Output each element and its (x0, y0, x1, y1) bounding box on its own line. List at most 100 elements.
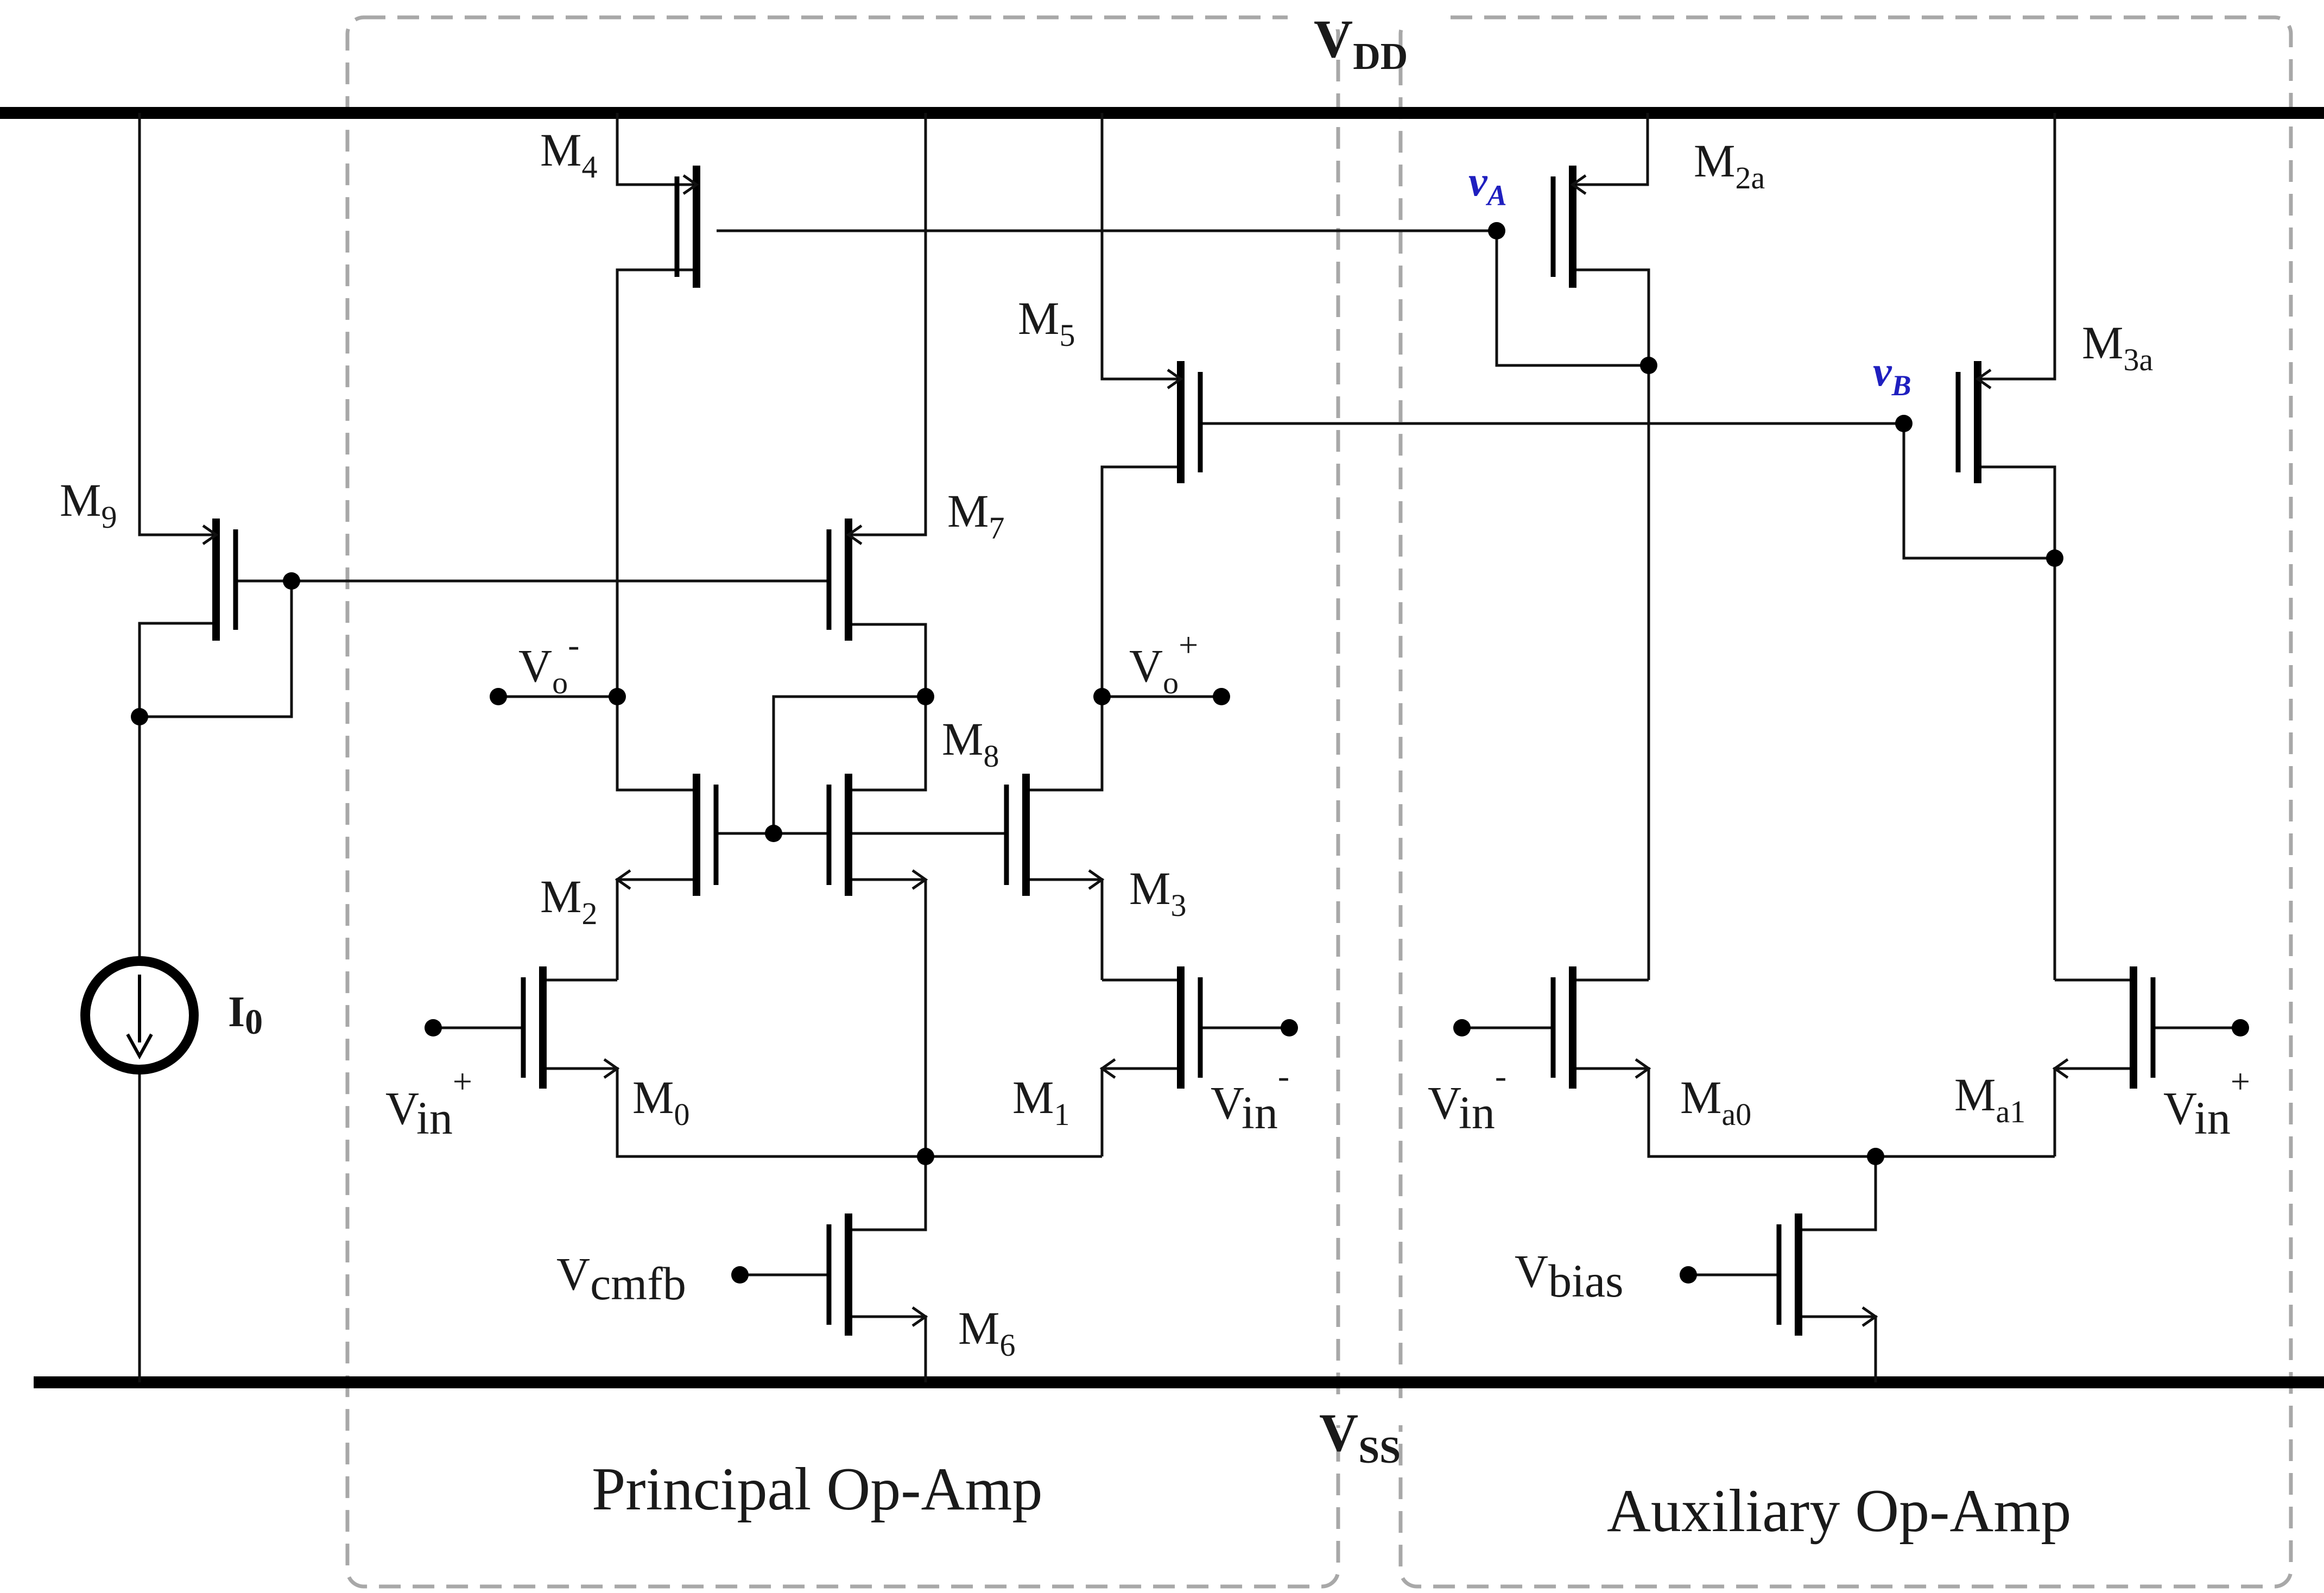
labels: VDD VSS Principal Op-Amp Auxiliary Op-Am… (60, 9, 2250, 1545)
dot-vbias (1680, 1266, 1697, 1284)
w-m7-drain (848, 623, 927, 697)
w-m3a-drain (1978, 465, 2056, 980)
w-m3a-source (1978, 113, 2056, 381)
dot-vin-minus-right (1453, 1019, 1471, 1036)
wires (138, 113, 2240, 1382)
m6-source-arrow (911, 1306, 928, 1327)
vdd-label: VDD (1314, 9, 1408, 78)
vcmfb-label: Vcmfb (556, 1248, 686, 1310)
transistors (212, 166, 2156, 1336)
m8-body (826, 774, 852, 896)
m9-source-arrow (202, 524, 219, 545)
ma0-label: Ma0 (1680, 1071, 1751, 1132)
arrows (202, 174, 2069, 1327)
m8-label: M8 (942, 713, 999, 774)
dot-vin-plus-left (425, 1019, 442, 1036)
auxiliary-op-amp-border (1398, 15, 2293, 1589)
dot-vin-minus-left (1281, 1019, 1298, 1036)
w-m7-source (848, 113, 927, 536)
m5-source-arrow (1167, 369, 1183, 389)
w-m5-drain (1100, 465, 1181, 697)
ma1-body (2130, 966, 2156, 1089)
principal-op-amp-title: Principal Op-Amp (592, 1456, 1043, 1523)
ma0-source-arrow (1635, 1058, 1651, 1079)
ma1-label: Ma1 (1954, 1069, 2025, 1129)
w-m9-source (138, 113, 216, 536)
m4-source-arrow (682, 174, 699, 195)
w-m3a-diode (1902, 423, 2055, 560)
vin-plus-right-label: Vin+ (2163, 1062, 2250, 1144)
w-m4-drain (616, 268, 696, 697)
principal-op-amp-border (345, 15, 1340, 1589)
m0-source-arrow (603, 1058, 620, 1079)
dot-vin-plus-right (2232, 1019, 2249, 1036)
w-m2-source (616, 878, 696, 980)
m2a-source-arrow (1570, 174, 1587, 195)
m3-source-arrow (1088, 869, 1105, 890)
m2a-body (1550, 166, 1576, 288)
m8-source-arrow (911, 869, 928, 890)
dot-vo-plus-terminal (1213, 688, 1230, 705)
m4-label: M4 (540, 124, 597, 185)
w-m8-node (772, 695, 926, 833)
w-ma0-source (1573, 1067, 2055, 1158)
m0-body (521, 966, 547, 1089)
ma0-body (1550, 966, 1576, 1089)
vbias-label: Vbias (1515, 1245, 1624, 1307)
m9-body (212, 519, 238, 641)
dot-vcmfb (731, 1266, 749, 1284)
m0-label: M0 (632, 1071, 689, 1132)
m7-source-arrow (846, 524, 863, 545)
dot-vo-minus-terminal (490, 688, 507, 705)
w-m3-source (1026, 878, 1104, 980)
dot-tail-principal (917, 1148, 934, 1165)
dot-m9-drain (131, 708, 148, 725)
ma1-source-arrow (2052, 1058, 2069, 1079)
w-m0-source (543, 1067, 1102, 1158)
w-m6-source (848, 1315, 927, 1382)
m6-body (826, 1213, 852, 1336)
vss-label-gap (1288, 1404, 1440, 1425)
m9-label: M9 (60, 474, 117, 535)
supply-rails (0, 107, 2324, 1388)
vss-label: VSS (1319, 1402, 1401, 1471)
m2-body (693, 774, 719, 896)
w-m1-source (1100, 1067, 1181, 1156)
current-source-arrow-head (126, 1033, 153, 1060)
w-m2a-source (1573, 113, 1649, 186)
vo-plus-label: Vo+ (1129, 625, 1198, 700)
node-vb-label: vB (1873, 347, 1911, 402)
dot-tail-auxiliary (1867, 1148, 1884, 1165)
w-mbias-source (1799, 1315, 1877, 1382)
current-source-i0 (80, 956, 199, 1074)
vin-minus-right-label: Vin- (1428, 1057, 1506, 1139)
vo-minus-label: Vo- (518, 625, 579, 700)
w-m9-diode (140, 581, 293, 718)
m3-body (1004, 774, 1030, 896)
m3a-source-arrow (1975, 369, 1992, 389)
m2-label: M2 (540, 870, 597, 931)
m3-label: M3 (1129, 862, 1186, 923)
dot-m8-top (917, 688, 934, 705)
w-m6-drain (848, 1156, 927, 1231)
w-m4-source (616, 113, 696, 186)
i0-label: I0 (228, 988, 263, 1042)
m5-body (1177, 361, 1203, 483)
dot-vo-plus-node (1093, 688, 1111, 705)
w-mbias-drain (1799, 1156, 1877, 1231)
m1-body (1177, 966, 1203, 1089)
junction-dots (131, 222, 2249, 1284)
dot-m3a-drain (2046, 549, 2063, 567)
m2a-label: M2a (1694, 135, 1765, 195)
m3a-body (1955, 361, 1981, 483)
w-m8-drain (848, 697, 927, 792)
dot-m2a-drain (1640, 357, 1657, 374)
w-m2-drain (616, 697, 696, 792)
m7-label: M7 (947, 485, 1004, 546)
m3a-label: M3a (2082, 317, 2153, 377)
dot-vo-minus-node (609, 688, 626, 705)
dot-vb (1895, 415, 1913, 432)
w-m2a-diode (1495, 231, 1649, 367)
block-borders (345, 15, 2293, 1589)
